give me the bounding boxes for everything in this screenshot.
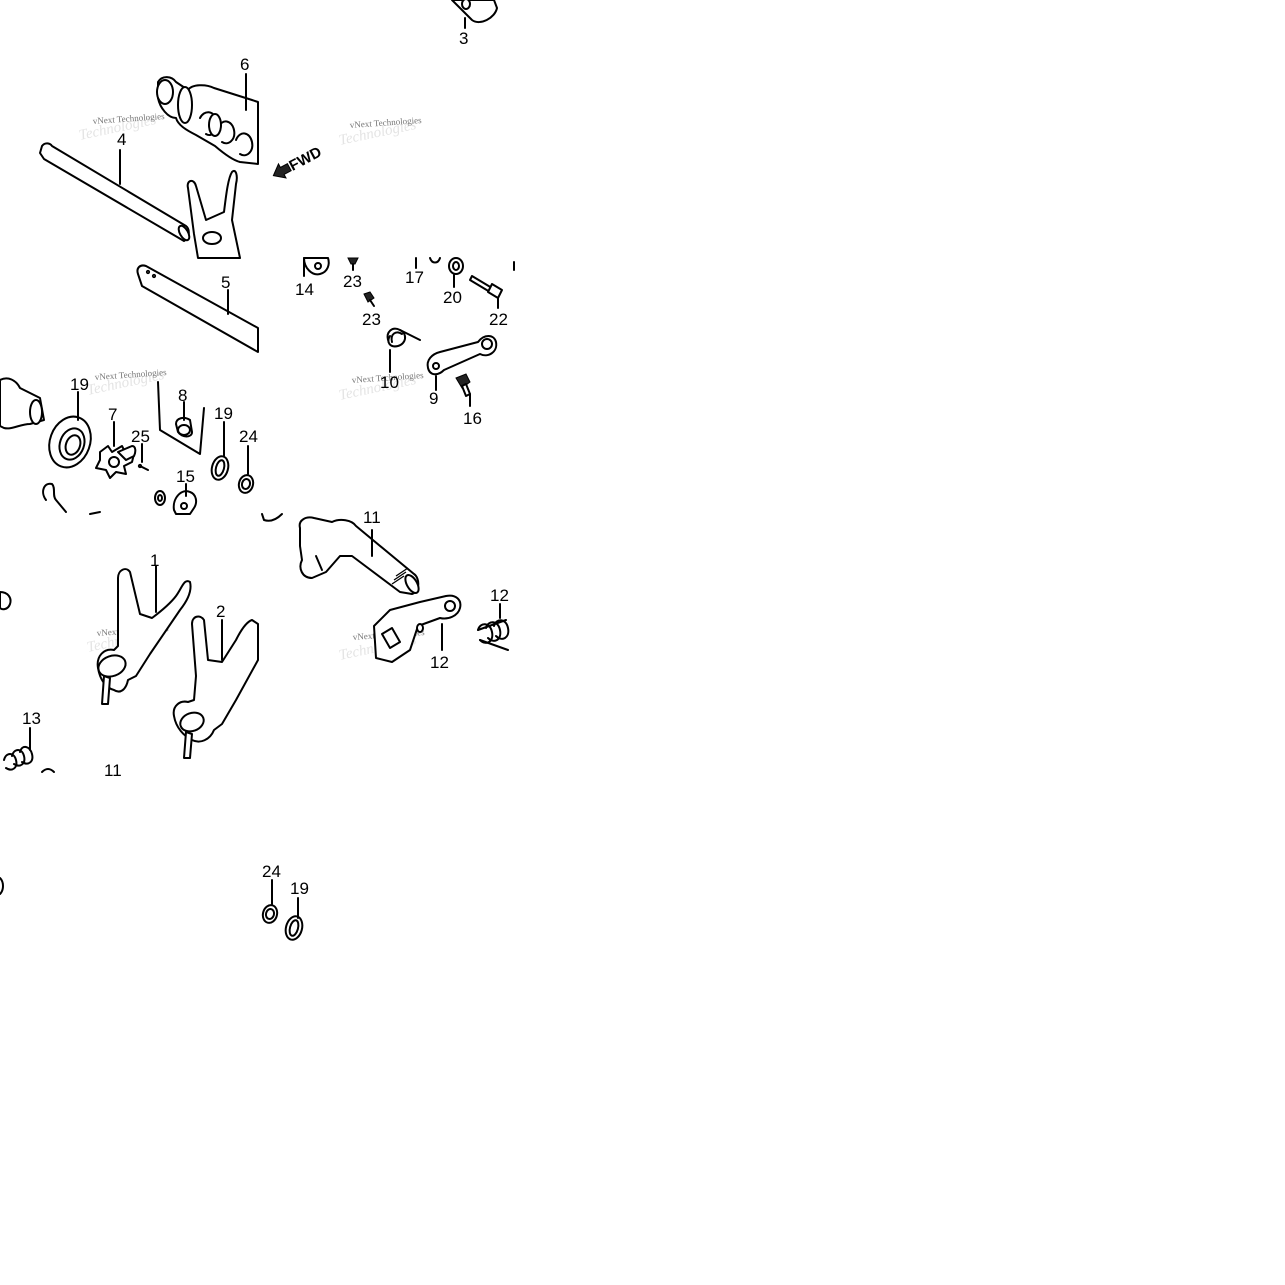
small-washer[interactable] (154, 490, 166, 506)
spring-part-14[interactable] (3, 727, 55, 773)
shift-fork-shaft-part-4[interactable] (39, 142, 191, 242)
callout-6: 6 (240, 55, 249, 74)
callout-21: 19 (70, 375, 89, 394)
callout-23: 23 (362, 310, 381, 329)
callout-9: 9 (429, 389, 438, 408)
circlip-part-24-lower[interactable] (261, 879, 279, 925)
callout-11: 11 (363, 508, 381, 527)
callout-17: 16 (463, 409, 482, 428)
fwd-label: FWD (286, 144, 324, 175)
callout-22: 22 (489, 310, 508, 329)
screw-part-23-top[interactable] (347, 257, 359, 271)
callout-23-top: 23 (343, 272, 362, 291)
shift-drum-part-6[interactable] (156, 73, 259, 165)
washer-part-19-lower[interactable] (283, 897, 305, 942)
callout-1: 1 (150, 551, 159, 570)
callout-4: 4 (117, 130, 126, 149)
star-plate-part-7[interactable] (95, 421, 137, 479)
drum-end-fragment[interactable] (0, 377, 45, 430)
left-edge-fragment[interactable] (0, 591, 12, 611)
callout-20: 20 (443, 288, 462, 307)
gearshift-spindle-part-11[interactable] (261, 513, 421, 595)
callout-5: 5 (221, 273, 230, 292)
bearing-part-21[interactable] (42, 391, 97, 473)
shift-arm-plate-part-12[interactable] (373, 594, 462, 663)
group-bracket (157, 381, 205, 455)
callout-24-lower: 24 (262, 862, 281, 881)
callout-18: 17 (405, 268, 424, 287)
callout-7: 7 (108, 405, 117, 424)
callout-24: 24 (239, 427, 258, 446)
stopper-arm-part-9[interactable] (426, 335, 498, 391)
fork-part-1[interactable] (95, 565, 192, 705)
callout-11-lower: 11 (104, 761, 122, 780)
pin-part-8[interactable] (175, 401, 193, 438)
callout-14: 13 (22, 709, 41, 728)
callout-16: 15 (176, 467, 195, 486)
bolt-part-22[interactable] (469, 275, 503, 309)
spring-part-10[interactable] (386, 327, 421, 373)
hook-fragment[interactable] (42, 482, 101, 515)
bolt-part-17[interactable] (455, 373, 471, 407)
shift-fork-shaft-part-5[interactable] (136, 264, 259, 353)
callout-19-lower: 19 (290, 879, 309, 898)
screw-part-23[interactable] (363, 291, 375, 307)
cam-part-16[interactable] (172, 483, 198, 515)
part-18-fragment[interactable] (415, 257, 441, 269)
lower-edge-fragment (0, 877, 4, 895)
callout-labels: 3 6 4 5 14 23 17 20 22 23 10 9 16 19 8 7… (22, 29, 509, 898)
part-15-fragment[interactable] (303, 257, 330, 277)
washer-part-20[interactable] (448, 257, 464, 288)
callout-15: 14 (295, 280, 314, 299)
fork-part-2[interactable] (172, 615, 259, 759)
callout-8: 8 (178, 386, 187, 405)
washer-part-19[interactable] (209, 421, 231, 482)
callout-12: 12 (430, 653, 449, 672)
shift-fork-fragment[interactable] (186, 170, 241, 259)
callout-2: 2 (216, 602, 225, 621)
pin-part-25[interactable] (137, 443, 149, 471)
fwd-direction-marker: FWD (272, 144, 325, 179)
callout-13: 12 (490, 586, 509, 605)
circlip-part-24[interactable] (237, 445, 255, 495)
part-3-fragment[interactable] (451, 0, 498, 29)
callout-19: 19 (214, 404, 233, 423)
callout-3: 3 (459, 29, 468, 48)
callout-25: 25 (131, 427, 150, 446)
callout-10: 10 (380, 373, 399, 392)
spring-part-13[interactable] (477, 603, 510, 651)
